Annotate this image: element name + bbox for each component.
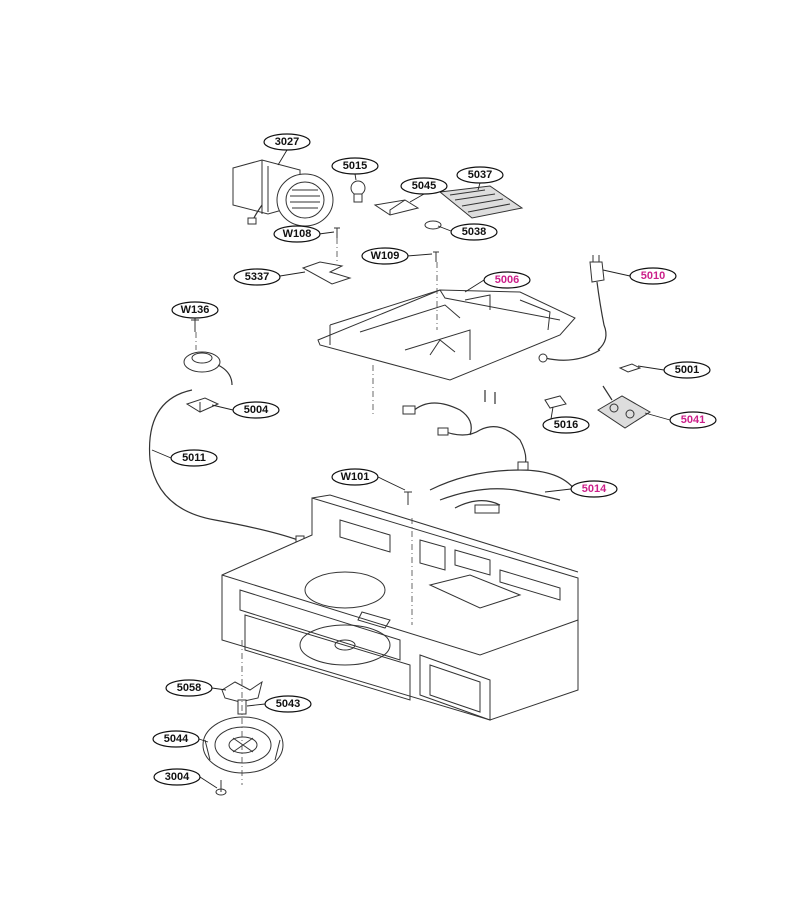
sensor-assembly [183, 351, 233, 386]
screw-w136 [191, 319, 199, 332]
callout-3004: 3004 [153, 768, 201, 786]
svg-text:5337: 5337 [245, 271, 269, 283]
svg-text:W101: W101 [341, 471, 370, 483]
filter-5037 [438, 185, 524, 219]
callout-5045: 5045 [400, 177, 448, 195]
switch-5004 [185, 397, 220, 413]
svg-text:5043: 5043 [276, 698, 300, 710]
turntable-motor-5044 [202, 716, 284, 774]
callout-5011: 5011 [170, 449, 218, 467]
lamp-bulb-5015 [350, 180, 366, 203]
screw-w108 [334, 227, 340, 238]
screw-w109 [433, 251, 439, 262]
noise-filter-5041 [597, 385, 651, 429]
callout-5337: 5337 [233, 268, 281, 286]
callout-5038: 5038 [450, 223, 498, 241]
callout-5043: 5043 [264, 695, 312, 713]
svg-text:5010: 5010 [641, 270, 665, 282]
harness-5014 [402, 390, 576, 514]
svg-text:5058: 5058 [177, 682, 201, 694]
svg-text:5044: 5044 [164, 733, 189, 745]
screw-3004 [215, 780, 227, 796]
lamp-5038 [424, 220, 442, 230]
svg-text:5004: 5004 [244, 404, 269, 416]
lamp-socket-5045 [373, 199, 420, 216]
callout-5006: 5006 [483, 271, 531, 289]
svg-text:5015: 5015 [343, 160, 367, 172]
callout-5010: 5010 [629, 267, 677, 285]
assembly-lines [195, 238, 438, 785]
power-cord-5010 [538, 255, 607, 363]
svg-text:W108: W108 [283, 228, 312, 240]
svg-text:W109: W109 [371, 250, 400, 262]
svg-text:5045: 5045 [412, 180, 436, 192]
callout-5058: 5058 [165, 679, 213, 697]
callout-5001: 5001 [663, 361, 711, 379]
callout-5044: 5044 [152, 730, 200, 748]
callout-5015: 5015 [331, 157, 379, 175]
cable-5011 [148, 389, 305, 543]
svg-text:5038: 5038 [462, 226, 486, 238]
blower-motor-3027 [232, 159, 334, 227]
svg-text:5011: 5011 [182, 452, 206, 464]
svg-text:5037: 5037 [468, 169, 492, 181]
air-guide-5006 [317, 289, 576, 381]
svg-text:5006: 5006 [495, 274, 519, 286]
fuse-5001 [618, 363, 642, 373]
svg-text:3004: 3004 [165, 771, 190, 783]
cavity-assembly [221, 494, 579, 721]
screw-w101 [404, 491, 412, 505]
bracket-5337 [301, 261, 352, 285]
callout-w101: W101 [331, 468, 379, 486]
callout-5037: 5037 [456, 166, 504, 184]
callout-5004: 5004 [232, 401, 280, 419]
thermostat-5016 [544, 395, 567, 409]
callout-w108: W108 [273, 225, 321, 243]
callout-5014: 5014 [570, 480, 618, 498]
callout-5041: 5041 [669, 411, 717, 429]
svg-text:5001: 5001 [675, 364, 699, 376]
svg-text:5041: 5041 [681, 414, 705, 426]
callout-w136: W136 [171, 301, 219, 319]
svg-text:5014: 5014 [582, 483, 607, 495]
svg-text:W136: W136 [181, 304, 210, 316]
callout-3027: 3027 [263, 133, 311, 151]
callout-w109: W109 [361, 247, 409, 265]
leader-lines [151, 149, 671, 789]
svg-text:5016: 5016 [554, 419, 578, 431]
svg-text:3027: 3027 [275, 136, 299, 148]
callout-5016: 5016 [542, 416, 590, 434]
